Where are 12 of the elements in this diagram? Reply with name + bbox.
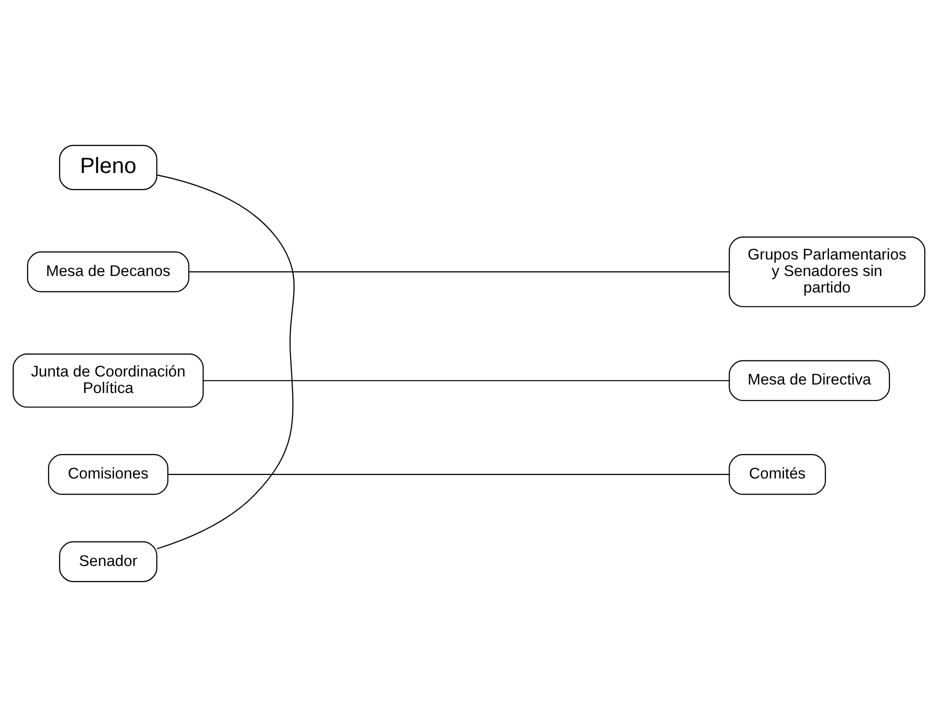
node-box: Comités — [728, 454, 826, 495]
node-box: Pleno — [59, 144, 158, 190]
node-box: Comisiones — [48, 454, 168, 495]
node-box: Senador — [59, 541, 158, 582]
connector — [188, 271, 730, 272]
connector — [156, 174, 295, 550]
node-box: Mesa de Directiva — [728, 360, 890, 402]
connector — [168, 474, 730, 476]
node-box: Mesa de Decanos — [27, 251, 190, 292]
node-box: Grupos Parlamentarios y Senadores sin partido — [728, 236, 926, 308]
connector — [203, 380, 730, 382]
node-box: Junta de Coordinación Política — [12, 354, 204, 408]
